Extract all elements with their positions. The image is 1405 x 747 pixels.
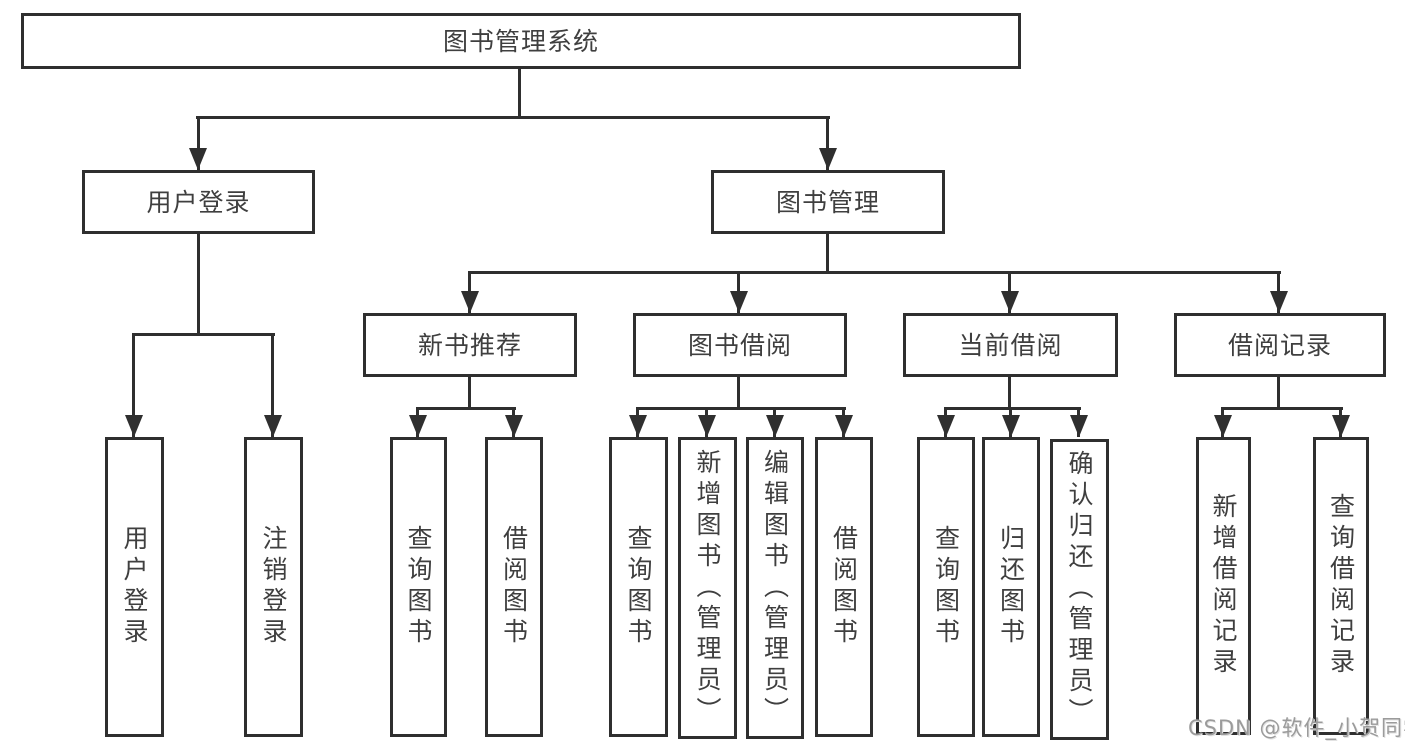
connector-line [271,333,274,437]
leaf-bb-borrow-books-label: 借阅图书 [829,525,859,649]
leaf-bb-edit-books-admin-label: 编辑图书（管理员） [760,448,790,728]
connector-line [1008,377,1011,410]
leaf-bb-query-books-label: 查询图书 [624,525,653,649]
leaf-cb-query-books-label: 查询图书 [931,525,961,649]
connector-line [468,271,1281,274]
arrow-down-icon [1270,291,1288,313]
leaf-nr-query-books-label: 查询图书 [404,525,433,649]
leaf-cb-return-books-label: 归还图书 [996,525,1026,649]
node-user-login-label: 用户登录 [146,187,251,217]
arrow-down-icon [1070,415,1088,437]
leaf-bb-add-books-admin-label: 新增图书（管理员） [693,448,722,728]
node-borrow-records: 借阅记录 [1174,313,1386,377]
leaf-bb-borrow-books: 借阅图书 [815,437,873,737]
arrow-down-icon [835,415,853,437]
node-book-management-label: 图书管理 [775,187,880,217]
arrow-down-icon [409,415,427,437]
leaf-cb-query-books: 查询图书 [917,437,975,737]
connector-line [197,234,200,335]
leaf-user-login-action-label: 用户登录 [120,525,149,649]
arrow-down-icon [698,415,716,437]
connector-line [737,377,740,410]
leaf-logout-action: 注销登录 [244,437,303,737]
arrow-down-icon [189,148,207,170]
leaf-cb-return-books: 归还图书 [982,437,1040,737]
leaf-nr-query-books: 查询图书 [390,437,447,737]
connector-line [826,234,829,274]
leaf-user-login-action: 用户登录 [105,437,164,737]
arrow-down-icon [730,291,748,313]
arrow-down-icon [819,148,837,170]
node-borrow-records-label: 借阅记录 [1227,330,1332,360]
leaf-br-query-record-label: 查询借阅记录 [1326,493,1356,679]
connector-line [1221,407,1343,410]
leaf-br-query-record: 查询借阅记录 [1313,437,1369,735]
node-book-management: 图书管理 [711,170,945,234]
arrow-down-icon [1001,291,1019,313]
leaf-br-add-record-label: 新增借阅记录 [1209,493,1238,679]
leaf-nr-borrow-books: 借阅图书 [485,437,543,737]
arrow-down-icon [1332,415,1350,437]
leaf-bb-query-books: 查询图书 [609,437,668,737]
connector-line [826,116,829,170]
node-current-borrow-label: 当前借阅 [958,330,1063,360]
connector-line [416,407,516,410]
node-book-borrow: 图书借阅 [633,313,847,377]
leaf-logout-action-label: 注销登录 [259,525,288,649]
node-new-book-recommend-label: 新书推荐 [417,330,522,360]
connector-line [132,333,135,437]
connector-line [944,407,1081,410]
node-system-root: 图书管理系统 [21,13,1021,69]
leaf-cb-confirm-return-admin: 确认归还（管理员） [1050,439,1109,740]
leaf-cb-confirm-return-admin-label: 确认归还（管理员） [1065,450,1094,729]
connector-line [636,407,846,410]
arrow-down-icon [264,415,282,437]
node-current-borrow: 当前借阅 [903,313,1118,377]
csdn-watermark: CSDN @软件_小贺同学 [1188,716,1405,740]
node-system-root-label: 图书管理系统 [442,26,599,56]
leaf-nr-borrow-books-label: 借阅图书 [499,525,529,649]
arrow-down-icon [937,415,955,437]
arrow-down-icon [1002,415,1020,437]
node-user-login: 用户登录 [82,170,315,234]
leaf-bb-edit-books-admin: 编辑图书（管理员） [746,437,804,739]
connector-line [1277,377,1280,410]
arrow-down-icon [766,415,784,437]
node-new-book-recommend: 新书推荐 [363,313,577,377]
connector-line [468,377,471,410]
node-book-borrow-label: 图书借阅 [687,330,792,360]
arrow-down-icon [125,415,143,437]
connector-line [196,116,830,119]
leaf-br-add-record: 新增借阅记录 [1196,437,1251,735]
arrow-down-icon [461,291,479,313]
leaf-bb-add-books-admin: 新增图书（管理员） [678,437,737,739]
connector-line [518,69,521,119]
arrow-down-icon [1214,415,1232,437]
connector-line [197,116,200,170]
connector-line [132,333,275,336]
arrow-down-icon [629,415,647,437]
arrow-down-icon [505,415,523,437]
